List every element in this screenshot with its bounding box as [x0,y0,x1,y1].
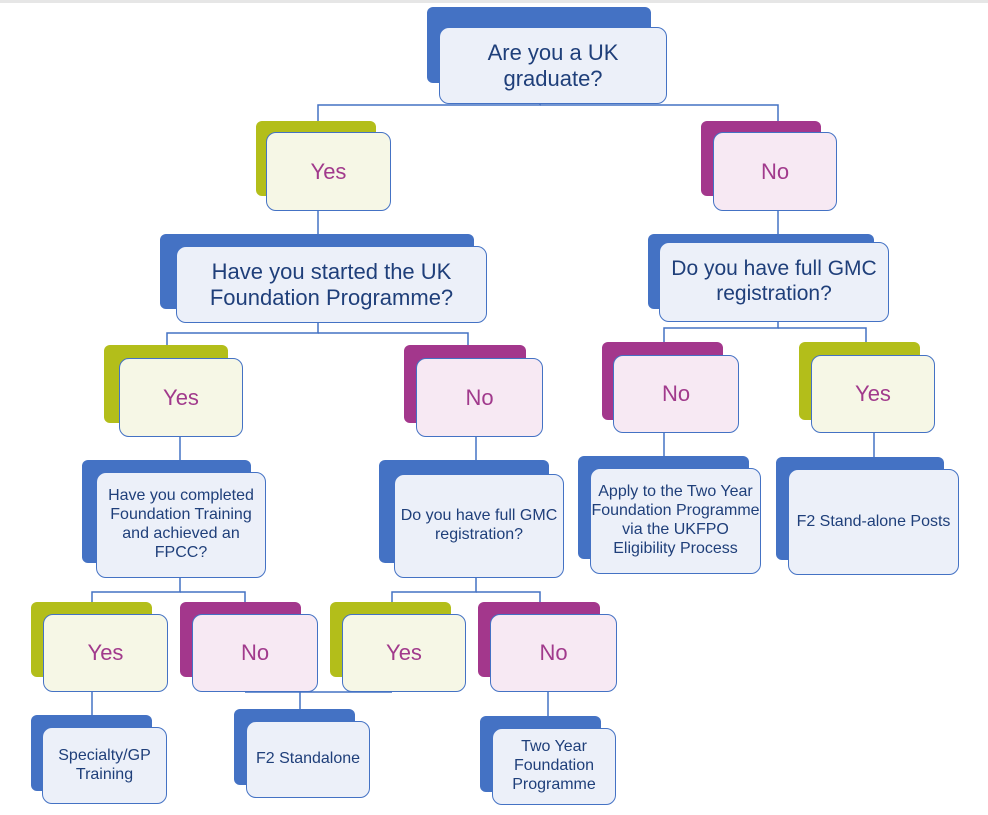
gmc-uk-question-text: Do you have full GMC registration? [394,474,564,578]
uk-graduate-yes-label: Yes [266,132,391,211]
two-year-programme-text: Two Year Foundation Programme [492,728,616,805]
gmc-intl-yes-label: Yes [811,355,935,433]
top-border [0,0,988,3]
completed-training-question-text: Have you completed Foundation Training a… [96,472,266,578]
completed-no-label: No [192,614,318,692]
started-programme-question-text: Have you started the UK Foundation Progr… [176,246,487,323]
gmc-intl-question-text: Do you have full GMC registration? [659,242,889,322]
completed-yes-label: Yes [43,614,168,692]
started-no-label: No [416,358,543,437]
gmc-uk-no-label: No [490,614,617,692]
f2-standalone-posts-text: F2 Stand-alone Posts [788,469,959,575]
gmc-intl-no-label: No [613,355,739,433]
root-question-text: Are you a UK graduate? [439,27,667,104]
specialty-training-text: Specialty/GP Training [42,727,167,804]
apply-two-year-text: Apply to the Two Year Foundation Program… [590,468,761,574]
gmc-uk-yes-label: Yes [342,614,466,692]
f2-standalone-text: F2 Standalone [246,721,370,798]
started-yes-label: Yes [119,358,243,437]
uk-graduate-no-label: No [713,132,837,211]
